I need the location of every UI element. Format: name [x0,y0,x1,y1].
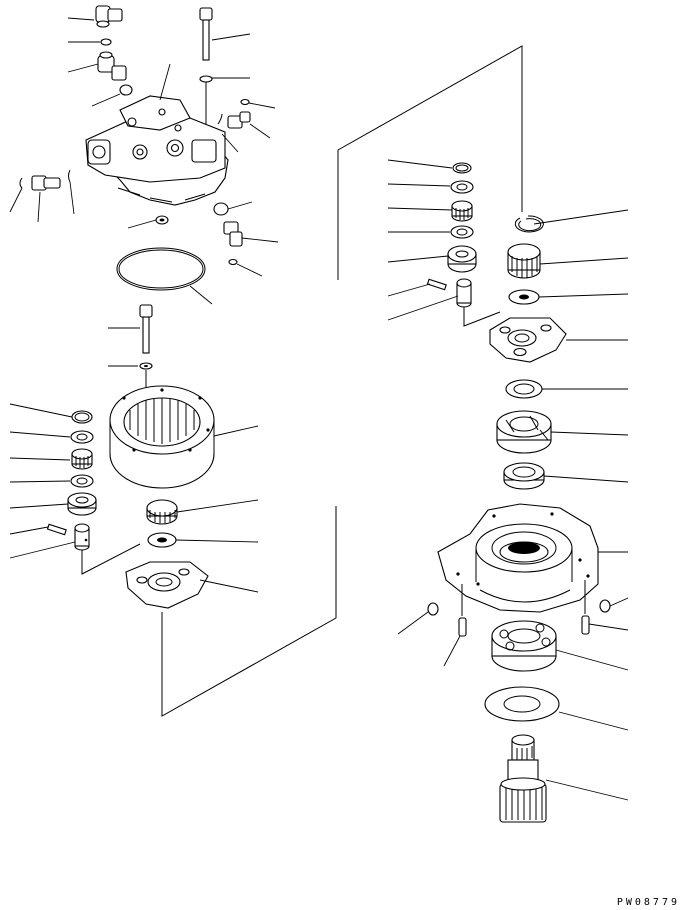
elbow-fitting-side [97,51,127,81]
planet-gear-left [67,492,97,516]
bolt-long-top [199,7,213,61]
thrust-washer-large [505,379,543,399]
thrust-washer-right-2 [450,225,474,239]
retaining-ring-right [514,215,544,233]
carrier-stage-2 [125,561,209,609]
thrust-washer-right [450,180,474,194]
thrust-washer-left-2 [70,474,94,488]
dowel-pin-right [581,615,590,635]
ring-gear [109,385,215,489]
washer-top [199,75,213,83]
fitting-lower-right [223,221,243,247]
needle-bearing-right [451,200,473,222]
motor-housing [85,95,229,206]
swing-motor-assembly [9,5,279,305]
plug-left-housing [427,602,439,616]
assembly-connector-upper [337,45,523,280]
o-ring-large [116,247,206,291]
output-housing [437,503,599,613]
roller-bearing-lower [491,620,557,672]
plug-below [213,202,229,216]
plug-right-housing [599,599,611,613]
shaft-left [74,523,90,551]
fitting-left [31,175,61,191]
bolt-middle [139,304,153,354]
leader-lines-output [387,159,629,801]
sun-gear-middle [146,499,178,525]
oil-seal [503,462,545,490]
output-shaft-group [387,159,629,823]
shaft-right [456,278,472,308]
elbow-fitting-top [95,5,123,28]
thrust-collar-middle [147,532,177,548]
fitting-right [227,111,251,129]
thrust-collar-right [508,289,540,305]
thrust-washer-left [70,430,94,444]
leader-lines-ring-gear [9,327,259,593]
o-ring-tiny-2 [228,258,238,266]
planet-gear-right [447,245,477,273]
pin-right [426,278,447,291]
pin-left [46,523,67,536]
thrust-plate [484,686,560,722]
leader-lines-motor [9,17,279,305]
o-ring-small-1 [100,38,112,46]
carrier-stage-1 [489,317,567,363]
needle-bearing-left [71,448,93,470]
ring-gear-group [9,304,337,717]
drawing-code-label: PW08779 [616,897,680,908]
roller-bearing-upper [496,410,552,454]
o-ring-tiny-1 [240,98,250,106]
sun-gear-right [507,243,541,279]
plug-small [119,84,133,96]
output-pinion-shaft [499,734,547,823]
dowel-pin-left [458,617,467,637]
